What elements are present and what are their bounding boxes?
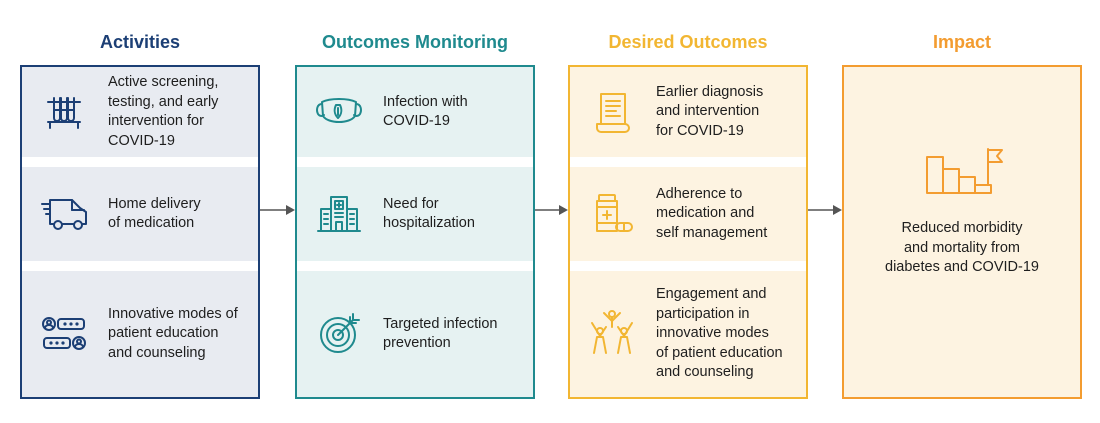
activities-title: Activities — [99, 32, 181, 52]
desired-item-adherence: Adherence to medication and self managem… — [570, 167, 806, 261]
activity-text-education: Innovative modes of patient education an… — [108, 305, 238, 361]
patient-chat-icon — [22, 271, 106, 397]
activity-item-education: Innovative modes of patient education an… — [22, 271, 258, 397]
monitoring-item-infection: Infection with COVID-19 — [297, 67, 533, 157]
cheering-people-icon — [570, 271, 654, 397]
desired-text-engagement: Engagement and participation in innovati… — [656, 286, 783, 381]
arrow-right-icon — [260, 205, 295, 215]
test-tubes-icon — [22, 67, 106, 157]
activity-item-screening: Active screening, testing, and early int… — [22, 67, 258, 157]
delivery-truck-icon — [22, 167, 106, 261]
desired-text-diagnosis: Earlier diagnosis and intervention for C… — [656, 83, 764, 139]
outcomes-monitoring-box: Infection with COVID-19 Need for hospita… — [295, 65, 535, 399]
desired-outcomes-box: Earlier diagnosis and intervention for C… — [568, 65, 808, 399]
bar-chart-flag-icon — [924, 147, 1004, 197]
monitoring-item-prevention: Targeted infection prevention — [297, 271, 533, 397]
monitoring-text-infection: Infection with COVID-19 — [383, 93, 468, 130]
impact-box: Reduced morbidity and mortality from dia… — [842, 65, 1082, 399]
arrow-right-icon — [808, 205, 842, 215]
desired-outcomes-title: Desired Outcomes — [608, 32, 768, 52]
arrow-right-icon — [535, 205, 568, 215]
outcomes-monitoring-title: Outcomes Monitoring — [322, 32, 508, 52]
hospital-icon — [297, 167, 381, 261]
impact-text: Reduced morbidity and mortality from dia… — [885, 220, 1039, 275]
activity-item-delivery: Home delivery of medication — [22, 167, 258, 261]
activity-text-delivery: Home delivery of medication — [108, 195, 201, 232]
monitoring-item-hospitalization: Need for hospitalization — [297, 167, 533, 261]
target-icon — [297, 271, 381, 397]
document-scroll-icon — [570, 67, 654, 157]
desired-text-adherence: Adherence to medication and self managem… — [656, 185, 768, 241]
desired-item-diagnosis: Earlier diagnosis and intervention for C… — [570, 67, 806, 157]
activities-box: Active screening, testing, and early int… — [20, 65, 260, 399]
face-mask-icon — [297, 67, 381, 157]
medicine-bottle-icon — [570, 167, 654, 261]
monitoring-text-hospitalization: Need for hospitalization — [383, 195, 475, 232]
activity-text-screening: Active screening, testing, and early int… — [108, 74, 219, 149]
monitoring-text-prevention: Targeted infection prevention — [383, 315, 498, 352]
desired-item-engagement: Engagement and participation in innovati… — [570, 271, 806, 397]
impact-title: Impact — [932, 32, 992, 52]
